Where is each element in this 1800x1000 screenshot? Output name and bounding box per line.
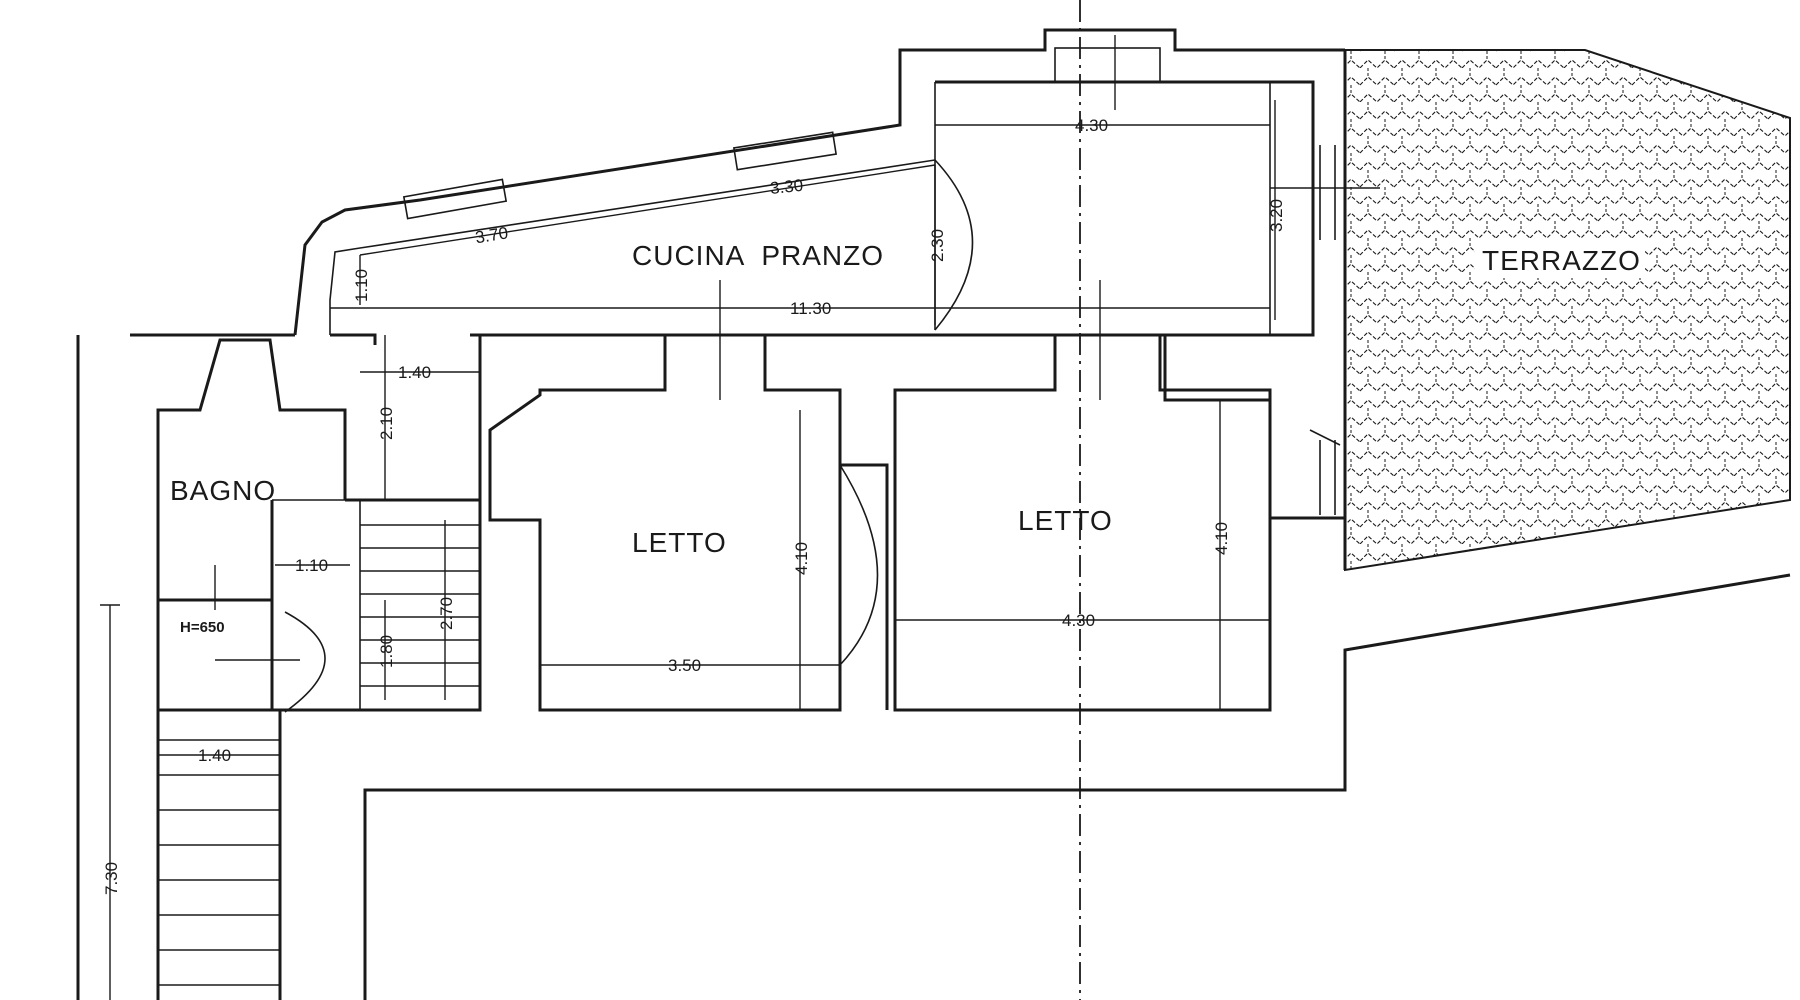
dimension-label-3-30: 3.30 [769, 176, 804, 198]
window-kitchen-2 [732, 131, 838, 171]
dimension-label-4-10-left: 4.10 [792, 542, 811, 575]
stair-door-swing [284, 611, 326, 713]
dimension-label-1-40-stair: 1.40 [198, 746, 231, 765]
dimension-label-3-50: 3.50 [668, 656, 701, 675]
bedroom-right-walls [893, 145, 1341, 712]
dimension-label-4-30-top: 4.30 [1075, 116, 1108, 135]
bedroom-left-walls [488, 335, 889, 712]
dimension-label-1-80: 1.80 [377, 635, 396, 668]
dimension-label-1-40-corridor: 1.40 [398, 363, 431, 382]
dimension-label-3-70: 3.70 [474, 223, 510, 247]
left-wing-walls [76, 333, 1791, 1000]
dimension-label-7-30: 7.30 [102, 862, 121, 895]
dimension-label-4-30-bottom: 4.30 [1062, 611, 1095, 630]
room-label-letto-right: LETTO [1018, 505, 1113, 536]
dimension-label-2-10: 2.10 [377, 407, 396, 440]
terrace-hatched-area [1344, 49, 1791, 572]
window-kitchen-1 [402, 178, 508, 220]
room-label-bagno: BAGNO [170, 475, 276, 506]
chimney [1054, 47, 1161, 83]
dimension-label-3-20: 3.20 [1267, 199, 1286, 232]
height-note: H=650 [180, 619, 225, 636]
room-label-letto-left: LETTO [632, 527, 727, 558]
dimension-label-4-10-right: 4.10 [1212, 522, 1231, 555]
dimension-label-2-30: 2.30 [928, 229, 947, 262]
dimension-label-1-10-top: 1.10 [352, 269, 371, 302]
dimension-label-1-10-mid: 1.10 [295, 556, 328, 575]
room-label-terrazzo: TERRAZZO [1482, 245, 1641, 276]
dimension-lines [100, 35, 1380, 1000]
outer-walls [293, 28, 1347, 570]
dimension-label-11-30: 11.30 [790, 299, 831, 318]
dimension-label-2-70: 2.70 [437, 597, 456, 630]
bedroom-left-door-swing [839, 464, 879, 666]
terrace-label-bg [1475, 238, 1645, 278]
room-label-cucina-pranzo: CUCINA PRANZO [632, 240, 884, 271]
